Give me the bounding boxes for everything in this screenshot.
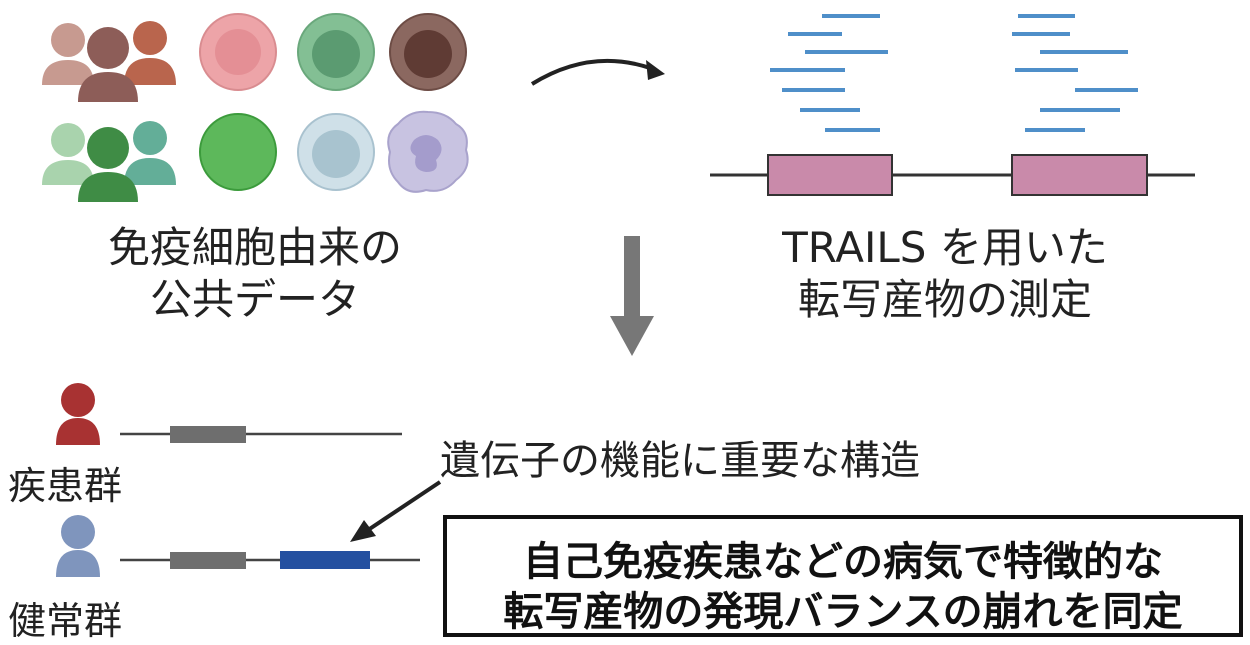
trails-caption: TRAILS を用いた 転写産物の測定 — [745, 222, 1145, 326]
public-data-caption-line2: 公共データ — [149, 275, 360, 324]
lavender-macrophage-icon — [387, 110, 469, 193]
gene-model — [710, 154, 1195, 196]
highlighted-exon — [280, 551, 370, 569]
patient-gene-model — [120, 426, 402, 443]
important-structure-label: 遺伝子の機能に重要な構造 — [440, 438, 920, 484]
people-group-brown-icon — [42, 21, 176, 102]
green-cell-icon — [297, 13, 375, 91]
exon-1 — [767, 154, 893, 196]
people-group-green-icon — [42, 121, 176, 202]
pale-blue-cell-icon — [297, 113, 375, 191]
public-data-caption-line1: 免疫細胞由来の — [107, 223, 402, 272]
patient-person-icon — [56, 383, 100, 445]
bright-green-cell-icon — [199, 113, 277, 191]
pointer-arrow-icon — [350, 480, 442, 542]
sequencing-reads-right — [1012, 14, 1138, 132]
exon-2 — [1011, 154, 1148, 196]
healthy-person-icon — [56, 515, 100, 577]
healthy-gene-model — [120, 551, 420, 569]
brown-cell-icon — [389, 13, 467, 91]
curved-arrow-icon — [530, 58, 665, 86]
result-line2: 転写産物の発現バランスの崩れを同定 — [503, 589, 1183, 635]
trails-caption-line2: 転写産物の測定 — [797, 275, 1092, 324]
sequencing-reads-left — [770, 14, 888, 132]
result-line1: 自己免疫疾患などの病気で特徴的な — [523, 539, 1163, 585]
pink-cell-icon — [199, 13, 277, 91]
result-box: 自己免疫疾患などの病気で特徴的な 転写産物の発現バランスの崩れを同定 — [443, 515, 1243, 637]
healthy-group-label: 健常群 — [8, 599, 123, 643]
down-arrow-icon — [610, 236, 654, 356]
public-data-caption: 免疫細胞由来の 公共データ — [90, 222, 420, 326]
patient-group-label: 疾患群 — [8, 464, 123, 508]
trails-caption-line1: TRAILS を用いた — [782, 223, 1108, 272]
